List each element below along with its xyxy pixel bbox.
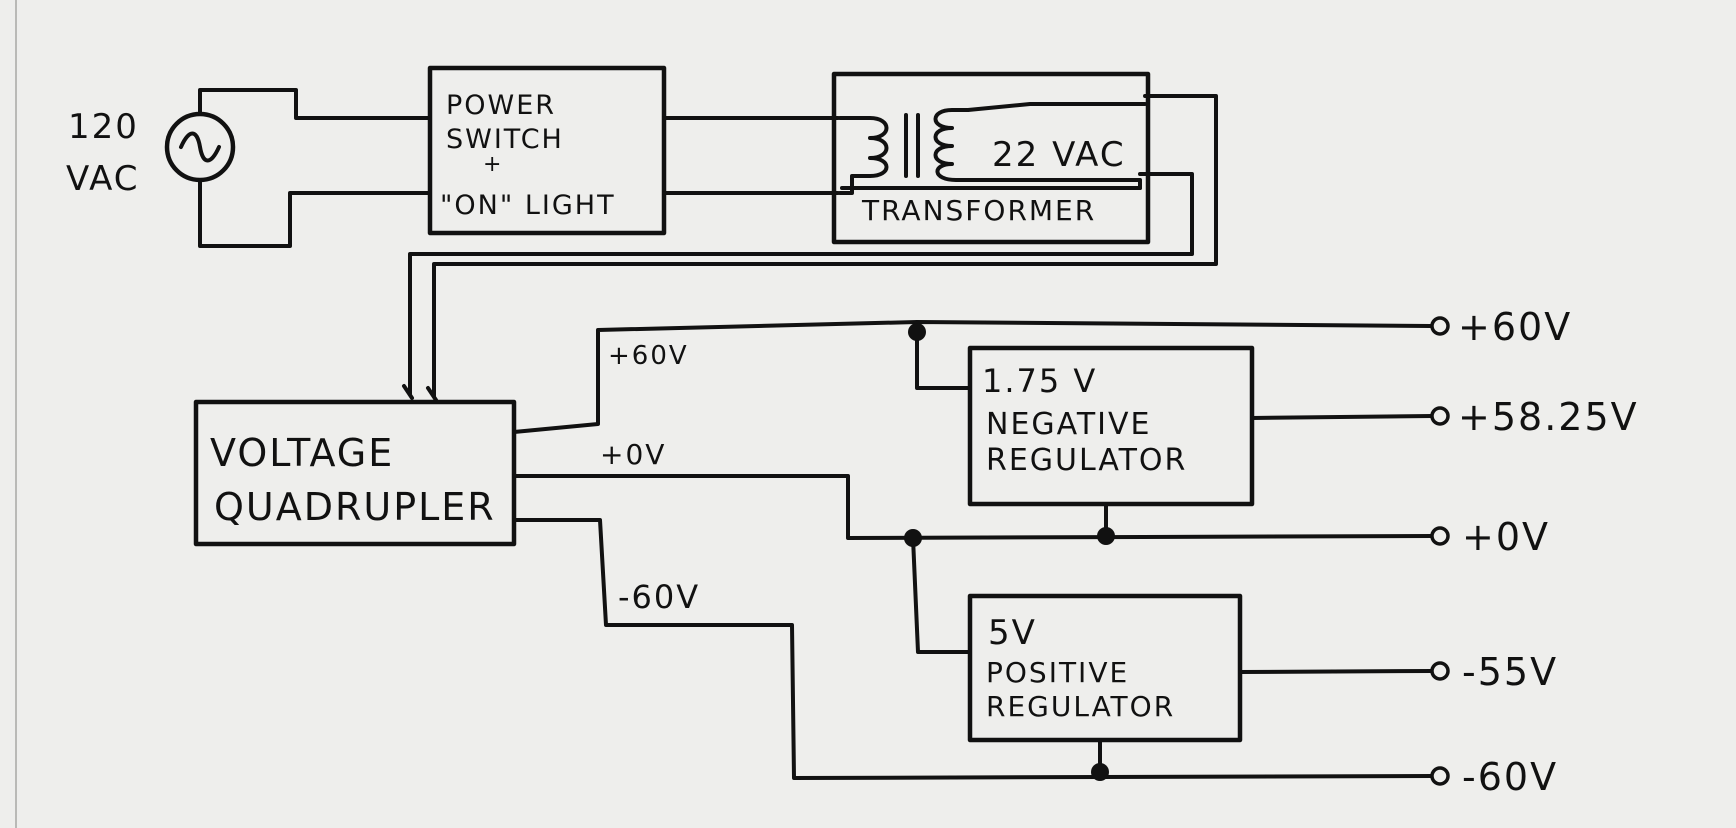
power-switch-label-3: +	[483, 152, 503, 177]
rail-pos60-label: +60V	[608, 341, 689, 371]
secondary-lead-top	[966, 102, 1147, 112]
junction-dot	[904, 529, 922, 547]
output-terminal	[1430, 766, 1450, 786]
output-label: +58.25V	[1458, 395, 1639, 439]
rail-pos60	[512, 320, 1432, 434]
rail-neg60	[512, 518, 1434, 780]
junction-dot	[908, 323, 926, 341]
pos-reg-label-1: 5V	[988, 613, 1037, 653]
output-terminal	[1430, 526, 1450, 546]
output-label: +0V	[1462, 515, 1550, 559]
source-unit-label: VAC	[66, 159, 140, 199]
transformer-to-quadrupler-wire-outer	[432, 94, 1218, 398]
power-switch-label-4: "ON" LIGHT	[440, 190, 616, 221]
power-switch-box	[427, 65, 667, 236]
pos-reg-label-3: REGULATOR	[986, 690, 1175, 723]
rail-zero	[512, 474, 1434, 540]
output-terminal	[1430, 661, 1450, 681]
rail-pos60-to-neg-reg	[915, 320, 972, 390]
source-wire-top	[198, 88, 432, 120]
ac-source: 120 VAC	[66, 88, 432, 248]
neg-reg-label-3: REGULATOR	[986, 443, 1187, 478]
transformer-box	[831, 71, 1151, 245]
junction-dot	[1097, 527, 1115, 545]
output-label: +60V	[1458, 305, 1572, 349]
secondary-coil-icon	[933, 108, 1142, 190]
output-terminals: +60V +58.25V +0V -55V -60V	[1430, 305, 1639, 799]
output-terminal	[1430, 316, 1450, 336]
transformer-block: 22 VAC TRANSFORMER	[402, 71, 1218, 402]
neg-reg-output-wire	[1250, 414, 1434, 420]
voltage-quadrupler-block: VOLTAGE QUADRUPLER	[193, 399, 517, 547]
transformer-secondary-label: 22 VAC	[992, 135, 1126, 175]
quadrupler-label-2: QUADRUPLER	[214, 485, 496, 529]
junction-dot	[1091, 763, 1109, 781]
pos-reg-label-2: POSITIVE	[986, 656, 1129, 689]
quadrupler-box	[193, 399, 517, 547]
power-switch-block: POWER SWITCH + "ON" LIGHT	[427, 65, 840, 236]
quadrupler-label-1: VOLTAGE	[210, 431, 394, 475]
source-wire-bottom	[198, 178, 432, 248]
voltage-rails: +60V +0V -60V	[512, 320, 1434, 781]
transformer-to-quadrupler-wire-inner	[408, 172, 1194, 396]
output-label: -60V	[1462, 755, 1558, 799]
rail-zero-label: +0V	[600, 438, 666, 471]
output-label: -55V	[1462, 650, 1558, 694]
negative-regulator-block: 1.75 V NEGATIVE REGULATOR	[967, 345, 1434, 507]
positive-regulator-box	[967, 593, 1243, 743]
rail-zero-to-pos-reg	[911, 536, 972, 654]
output-terminal	[1430, 406, 1450, 426]
pos-reg-output-wire	[1238, 669, 1434, 674]
negative-regulator-box	[967, 345, 1255, 507]
sine-wave-icon	[179, 131, 221, 163]
wire-arrow-icons	[402, 384, 438, 402]
neg-reg-label-2: NEGATIVE	[986, 407, 1152, 442]
source-voltage-label: 120	[68, 107, 139, 147]
primary-coil-icon	[838, 116, 889, 195]
transformer-name-label: TRANSFORMER	[861, 194, 1096, 227]
positive-regulator-block: 5V POSITIVE REGULATOR	[967, 593, 1434, 743]
power-switch-label-2: SWITCH	[446, 124, 564, 155]
neg-reg-label-1: 1.75 V	[982, 362, 1097, 400]
rail-neg60-label: -60V	[618, 578, 700, 616]
power-switch-label-1: POWER	[446, 90, 556, 121]
